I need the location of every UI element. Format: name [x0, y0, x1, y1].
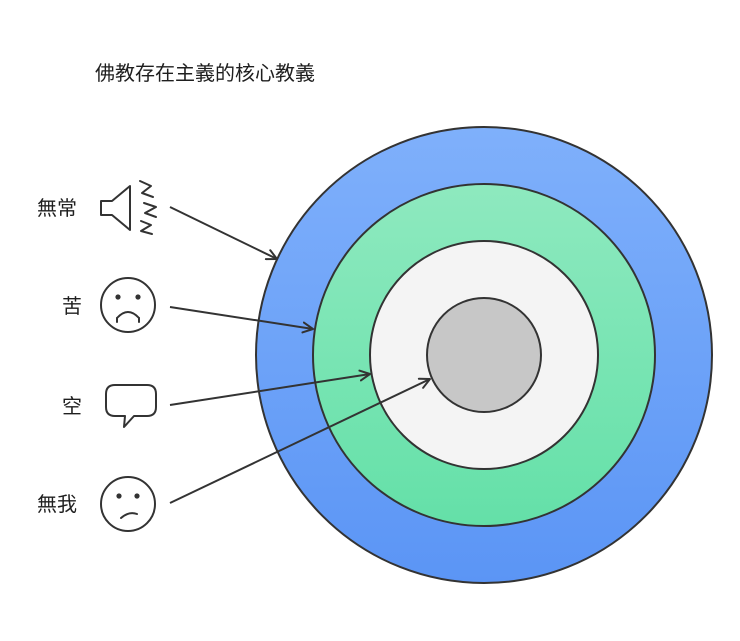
arrow-impermanence: [169, 206, 278, 261]
label-impermanence: 無常: [37, 196, 77, 220]
arrow-suffering: [169, 306, 314, 334]
label-emptiness: 空: [62, 394, 82, 418]
unhappy-face-icon: [100, 476, 156, 532]
label-non-self: 無我: [37, 492, 77, 516]
arrow-non-self: [169, 377, 431, 504]
core-circle-non-self: [426, 297, 542, 413]
arrow-emptiness: [169, 369, 371, 406]
label-suffering: 苦: [62, 294, 82, 318]
sad-face-icon: [100, 277, 156, 333]
megaphone-icon: [100, 180, 157, 235]
diagram-title: 佛教存在主義的核心教義: [95, 61, 315, 85]
speech-bubble-icon: [105, 384, 157, 428]
